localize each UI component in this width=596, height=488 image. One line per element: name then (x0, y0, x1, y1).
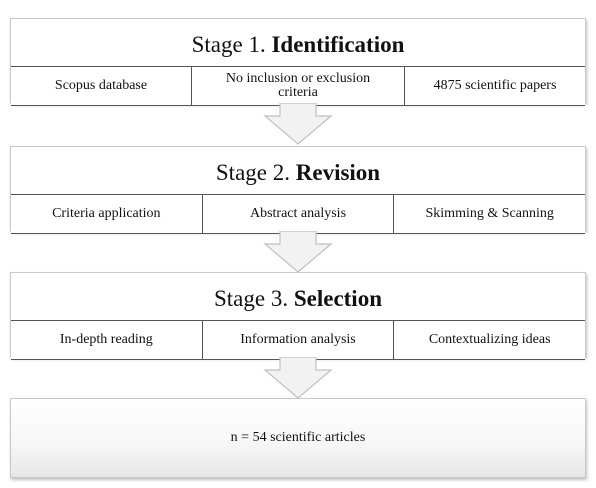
down-arrow-icon (263, 103, 333, 145)
stage-1-cells: Scopus database No inclusion or exclusio… (11, 66, 585, 106)
stage-2-prefix: Stage 2. (215, 160, 296, 185)
result-box: n = 54 scientific articles (10, 398, 586, 478)
stage-2-box: Stage 2. Revision Criteria application A… (10, 146, 586, 234)
stage-2-name: Revision (295, 160, 381, 185)
stage-1-cell-2: No inclusion or exclusion criteria (192, 67, 405, 105)
stage-3-prefix: Stage 3. (213, 286, 294, 311)
stage-3-name: Selection (293, 286, 382, 311)
stage-3-box: Stage 3. Selection In-depth reading Info… (10, 272, 586, 360)
stage-2-cell-2: Abstract analysis (203, 195, 395, 233)
stage-1-name: Identification (271, 32, 405, 57)
stage-3-cells: In-depth reading Information analysis Co… (11, 320, 585, 360)
stage-1-title: Stage 1. Identification (11, 19, 585, 66)
stage-3-title: Stage 3. Selection (11, 273, 585, 320)
stage-1-box: Stage 1. Identification Scopus database … (10, 18, 586, 106)
stage-2-cell-3: Skimming & Scanning (425, 206, 554, 221)
stage-1-cell-1: Scopus database (11, 67, 192, 105)
stage-2-cell-1: Criteria application (11, 195, 203, 233)
down-arrow-icon (263, 357, 333, 399)
stage-3-cell-3: Contextualizing ideas (428, 332, 551, 347)
stage-3-cell-2: Information analysis (203, 321, 395, 359)
stage-1-prefix: Stage 1. (191, 32, 272, 57)
result-text: n = 54 scientific articles (230, 430, 366, 445)
down-arrow-icon (263, 231, 333, 273)
stage-2-title: Stage 2. Revision (11, 147, 585, 194)
stage-2-cells: Criteria application Abstract analysis S… (11, 194, 585, 234)
stage-1-cell-3: 4875 scientific papers (433, 78, 557, 93)
stage-3-cell-1: In-depth reading (11, 321, 203, 359)
